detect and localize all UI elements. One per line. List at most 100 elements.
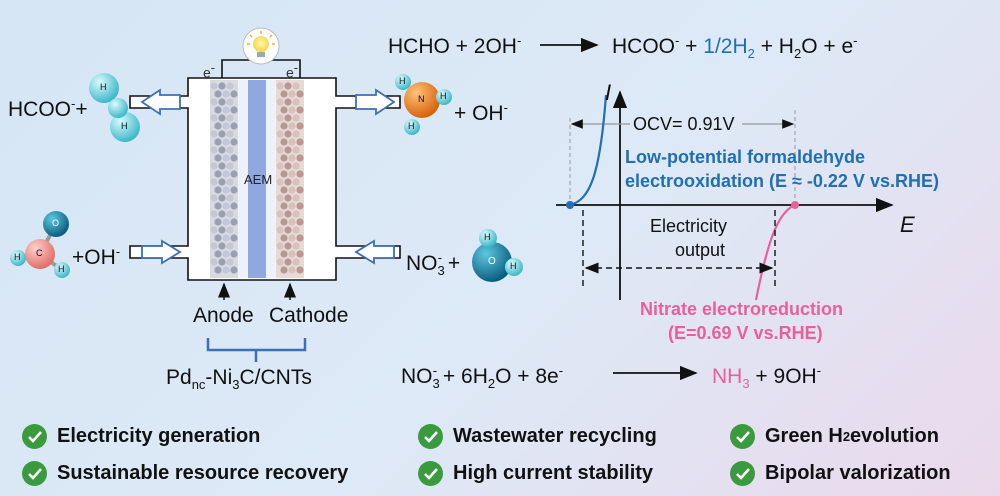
catalyst-particle [230, 202, 238, 210]
catalyst-particle [296, 266, 304, 274]
catalyst-particle [210, 226, 218, 234]
catalyst-particle [230, 250, 238, 258]
catalyst-particle [218, 210, 226, 218]
catalyst-particle [214, 250, 222, 258]
catalyst-particle [226, 226, 234, 234]
atom-h: H [121, 121, 128, 131]
catalyst-particle [296, 250, 304, 258]
check-icon [22, 461, 47, 486]
catalyst-particle [218, 242, 226, 250]
catalyst-particle [296, 138, 304, 146]
cathode-equation-left: NO3- + 6H2O + 8e- [401, 363, 564, 392]
feature-item: High current stability [418, 461, 653, 486]
catalyst-particle [222, 250, 230, 258]
catalyst-particle [214, 170, 222, 178]
catalyst-particle [288, 106, 296, 114]
catalyst-particle [218, 162, 226, 170]
catalyst-particle [226, 242, 234, 250]
catalyst-particle [214, 154, 222, 162]
catalyst-particle [288, 170, 296, 178]
catalyst-particle [226, 210, 234, 218]
flow-arrow-right-out [355, 88, 396, 116]
catalyst-particle [214, 202, 222, 210]
catalyst-particle [296, 90, 304, 98]
catalyst-particle [218, 258, 226, 266]
catalyst-particle [292, 242, 300, 250]
catalyst-particle [292, 98, 300, 106]
anode-reaction-title-2: electrooxidation (E ≈ -0.22 V vs.RHE) [625, 171, 939, 191]
catalyst-particle [276, 114, 284, 122]
catalyst-particle [276, 98, 284, 106]
anode-polarization-curve [569, 94, 608, 207]
catalyst-particle [230, 138, 238, 146]
catalyst-particle [284, 130, 292, 138]
catalyst-particle [292, 162, 300, 170]
catalyst-particle [218, 194, 226, 202]
catalyst-particle [214, 266, 222, 274]
feature-item: Electricity generation [22, 424, 260, 449]
catalyst-particle [214, 234, 222, 242]
catalyst-particle [214, 218, 222, 226]
catalyst-particle [226, 146, 234, 154]
catalyst-particle [276, 242, 284, 250]
nitrate-feed-label: NO3- + [406, 250, 461, 279]
formaldehyde-molecule [10, 211, 70, 278]
catalyst-particle [226, 130, 234, 138]
feature-item: Sustainable resource recovery [22, 461, 348, 486]
catalyst-particle [276, 82, 284, 90]
catalyst-particle [226, 114, 234, 122]
catalyst-particle [214, 106, 222, 114]
catalyst-particle [230, 234, 238, 242]
hydroxide-feed-label: +OH- [72, 244, 121, 269]
catalyst-particle [280, 266, 288, 274]
catalyst-particle [280, 90, 288, 98]
catalyst-particle [276, 178, 284, 186]
catalyst-particle [210, 178, 218, 186]
catalyst-particle [222, 234, 230, 242]
water-molecule [472, 229, 523, 282]
atom-h: H [408, 121, 415, 131]
catalyst-particle [280, 234, 288, 242]
hydroxide-product-label: + OH- [454, 100, 508, 125]
catalyst-particle [284, 114, 292, 122]
catalyst-particle [284, 226, 292, 234]
cathode-reaction-title-1: Nitrate electroreduction [640, 299, 844, 319]
electricity-label-1: Electricity [650, 216, 728, 236]
catalyst-particle [296, 122, 304, 130]
catalyst-particle [296, 154, 304, 162]
catalyst-particle [276, 162, 284, 170]
atom-h: H [58, 264, 65, 274]
atom-h: H [484, 232, 491, 242]
flow-arrow-left-in [141, 239, 182, 265]
catalyst-particle [288, 90, 296, 98]
catalyst-particle [288, 122, 296, 130]
catalyst-particle [276, 130, 284, 138]
catalyst-label: Pdnc-Ni3C/CNTs [166, 366, 312, 393]
catalyst-particle [226, 82, 234, 90]
atom-h: H [440, 91, 447, 101]
anode-label: Anode [193, 304, 254, 327]
feature-item: Wastewater recycling [418, 424, 657, 449]
catalyst-particle [226, 162, 234, 170]
catalyst-particle [280, 250, 288, 258]
catalyst-particle [288, 186, 296, 194]
catalyst-particle [292, 210, 300, 218]
catalyst-particle [210, 242, 218, 250]
catalyst-particle [280, 154, 288, 162]
catalyst-particle [222, 138, 230, 146]
catalyst-particle [284, 258, 292, 266]
catalyst-particle [210, 258, 218, 266]
cathode-reaction-title-2: (E=0.69 V vs.RHE) [668, 323, 823, 343]
catalyst-particle [280, 186, 288, 194]
catalyst-particle [230, 154, 238, 162]
catalyst-particle [210, 162, 218, 170]
catalyst-particle [284, 162, 292, 170]
catalyst-particle [218, 146, 226, 154]
y-axis-label: I [605, 80, 612, 105]
check-icon [730, 461, 755, 486]
catalyst-particle [226, 178, 234, 186]
electron-right-label: e- [286, 60, 299, 81]
catalyst-particle [284, 178, 292, 186]
catalyst-particle [226, 258, 234, 266]
